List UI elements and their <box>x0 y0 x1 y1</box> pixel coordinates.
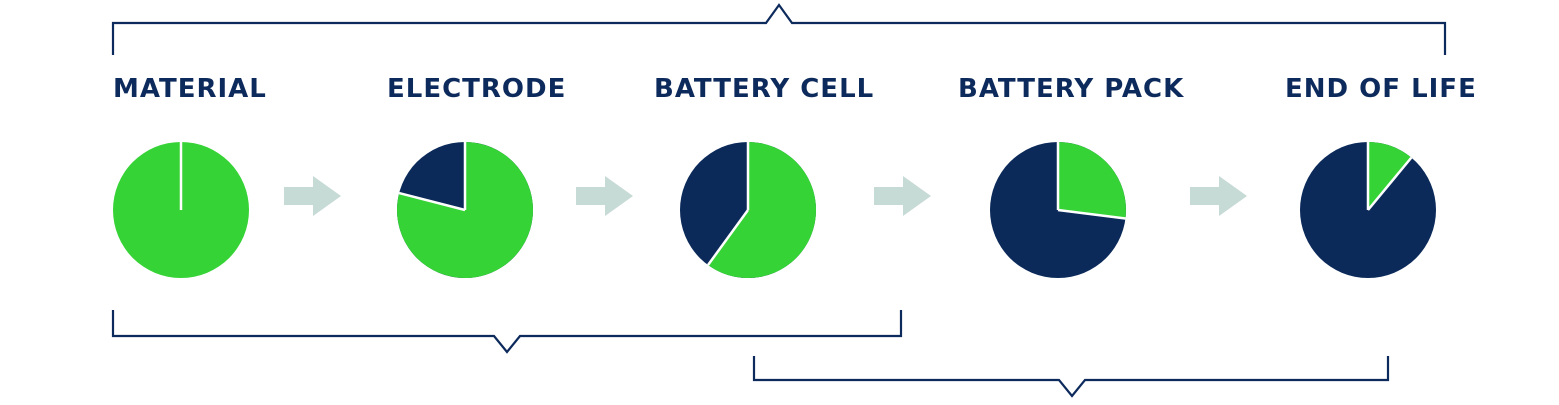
top-bracket <box>111 3 1447 55</box>
stage-label-material: MATERIAL <box>113 74 267 104</box>
stage-label-battery-pack: BATTERY PACK <box>958 74 1185 104</box>
arrow-right-icon <box>284 176 341 216</box>
pie-divider <box>1367 156 1413 211</box>
pie-slice-green <box>708 142 817 278</box>
arrow-right-icon <box>874 176 931 216</box>
pie-slice-green <box>1058 142 1126 219</box>
stage-label-electrode: ELECTRODE <box>387 74 567 104</box>
pie-battery-pack <box>990 142 1126 278</box>
pie-divider <box>1057 208 1126 220</box>
arrow-right-icon <box>576 176 633 216</box>
bottom-right-bracket <box>752 356 1390 398</box>
stage-label-battery-cell: BATTERY CELL <box>654 74 875 104</box>
pie-battery-cell <box>680 142 817 278</box>
pie-charts <box>113 142 1436 278</box>
pie-end-of-life <box>1300 142 1436 278</box>
pie-divider <box>398 191 466 212</box>
stage-label-end-of-life: END OF LIFE <box>1285 74 1477 104</box>
pie-slice-green <box>1368 142 1412 210</box>
pie-divider <box>707 209 750 266</box>
pie-material <box>113 142 249 278</box>
bottom-left-bracket <box>111 310 903 354</box>
arrow-right-icon <box>1190 176 1247 216</box>
pie-electrode <box>397 142 534 278</box>
